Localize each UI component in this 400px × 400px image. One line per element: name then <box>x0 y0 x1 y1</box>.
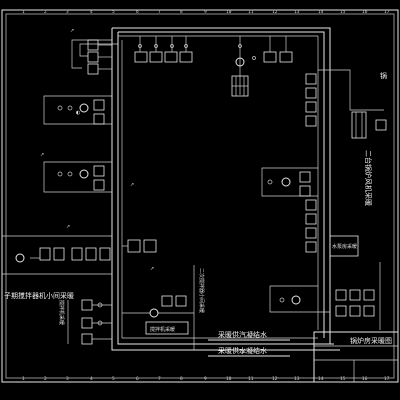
svg-text:◐: ◐ <box>76 110 80 116</box>
svg-text:↗: ↗ <box>130 182 134 188</box>
grid-bottom-9: 9 <box>204 376 207 382</box>
grid-bottom-12: 12 <box>272 376 278 382</box>
svg-text:→: → <box>240 350 244 356</box>
grid-top-17: 17 <box>384 9 390 15</box>
grid-top-4: 4 <box>90 9 93 15</box>
grid-top-11: 11 <box>248 9 254 15</box>
grid-bottom-8: 8 <box>180 376 183 382</box>
label-center-bottom: 二次搅拌器小间采暖 <box>198 268 205 313</box>
grid-top-13: 13 <box>294 9 300 15</box>
grid-top-16: 16 <box>362 9 368 15</box>
left-bottom-group: ↗ <box>2 224 112 275</box>
left-lower-group <box>67 299 112 345</box>
pump-icon <box>149 308 159 318</box>
pump-icon <box>79 103 89 113</box>
grid-bottom-4: 4 <box>90 376 93 382</box>
grid-top-5: 5 <box>112 9 115 15</box>
grid-bottom: 1 2 3 4 5 6 7 8 9 10 11 12 13 14 15 16 1… <box>22 376 390 382</box>
drawing-frame <box>1 9 399 383</box>
grid-top-12: 12 <box>272 9 278 15</box>
svg-text:↗: ↗ <box>40 152 44 158</box>
grid-bottom-1: 1 <box>22 376 25 382</box>
label-right-vertical: 二台锅炉风机采暖 <box>364 150 373 206</box>
grid-bottom-14: 14 <box>318 376 324 382</box>
left-pump-group-2: ↗ <box>40 152 112 193</box>
right-bottom-pump-group <box>269 262 381 330</box>
grid-bottom-3: 3 <box>66 376 69 382</box>
pump-icon <box>79 169 89 179</box>
center-lower-group: ↗ ↗ <box>122 182 157 272</box>
label-water-return: 采暖供水凝结水 <box>218 346 267 355</box>
pump-icon <box>291 295 301 305</box>
label-right-small: 水泵房采暖 <box>332 243 357 250</box>
grid-top-3: 3 <box>66 9 69 15</box>
top-equipment-row <box>134 36 293 97</box>
grid-bottom-16: 16 <box>362 376 368 382</box>
right-small-box <box>329 235 359 257</box>
return-lines: → <box>208 339 290 357</box>
grid-bottom-15: 15 <box>340 376 346 382</box>
grid-bottom-7: 7 <box>158 376 161 382</box>
inner-frame <box>5 13 395 379</box>
grid-top-15: 15 <box>340 9 346 15</box>
label-steam-return: 采暖供汽凝结水 <box>218 330 267 339</box>
left-top-group: ↗ <box>70 28 118 75</box>
grid-top-10: 10 <box>226 9 232 15</box>
label-bottom-box: 搅拌机采暖 <box>150 326 175 333</box>
grid-bottom-10: 10 <box>226 376 232 382</box>
left-pump-group-1: ◐ <box>43 95 112 125</box>
grid-top-7: 7 <box>158 9 161 15</box>
grid-bottom-11: 11 <box>248 376 254 382</box>
grid-top-9: 9 <box>204 9 207 15</box>
center-bottom-pump <box>122 265 195 350</box>
grid-bottom-5: 5 <box>112 376 115 382</box>
label-right-top: 锅 <box>380 71 387 80</box>
grid-top-6: 6 <box>136 9 139 15</box>
pump-icon <box>15 253 25 263</box>
grid-top-8: 8 <box>180 9 183 15</box>
right-pump-group-1 <box>305 69 387 139</box>
title-block <box>313 331 399 383</box>
pump-icon <box>235 57 245 67</box>
grid-top-2: 2 <box>44 9 47 15</box>
grid-bottom-6: 6 <box>136 376 139 382</box>
grid-bottom-17: 17 <box>384 376 390 382</box>
grid-top: 1 2 3 4 5 6 7 8 9 10 11 12 13 14 15 16 1… <box>22 9 390 15</box>
svg-text:↗: ↗ <box>66 224 70 230</box>
grid-bottom-2: 2 <box>44 376 47 382</box>
grid-top-14: 14 <box>318 9 324 15</box>
arrow-mark-1: ↗ <box>70 28 74 34</box>
title-block-title: 锅炉房采暖图 <box>350 336 392 345</box>
label-left-bottom: 搅拌机采暖 <box>58 300 65 325</box>
pump-icon <box>281 177 291 187</box>
right-pump-group-2 <box>261 167 318 253</box>
grid-top-1: 1 <box>22 9 25 15</box>
label-left-mid: 子期搅拌器机小间采暖 <box>4 291 74 300</box>
svg-text:↗: ↗ <box>150 266 154 272</box>
grid-bottom-13: 13 <box>294 376 300 382</box>
